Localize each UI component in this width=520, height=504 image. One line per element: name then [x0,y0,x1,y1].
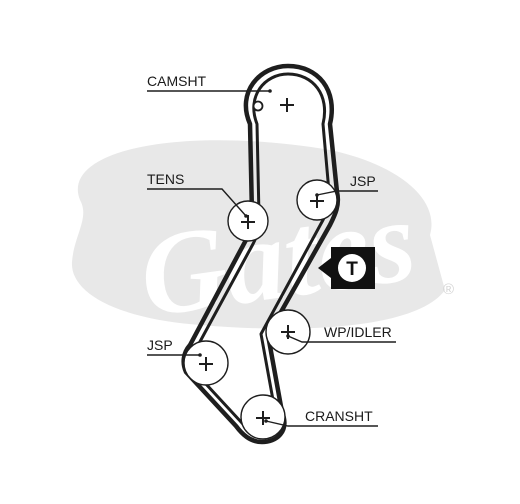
camshaft-center-cross [280,98,294,112]
pulley-crankshaft [240,394,286,440]
pulley-tensioner [227,200,269,242]
label-jsp-lower: JSP [147,337,173,353]
leader-crankshaft [265,420,378,427]
gates-watermark: Gates ® [71,140,454,342]
leader-jsp-upper-dot [315,193,319,197]
label-crankshaft: CRANSHT [305,408,373,424]
leader-wp-idler-dot [286,334,290,338]
tension-marker-circle [338,254,366,282]
leader-crankshaft-dot [264,419,268,423]
watermark-registered: ® [443,281,454,298]
tension-marker-arrow-icon [318,258,331,278]
tensioner-center-cross [241,215,255,229]
crankshaft-center-cross [256,411,270,425]
leader-camshaft-dot [268,89,272,93]
leader-jsp-lower-dot [198,353,202,357]
pulley-camshaft [252,98,294,112]
leader-tensioner [147,188,247,217]
label-wp-idler: WP/IDLER [324,324,392,340]
pulley-jsp-upper [296,179,338,221]
leader-tensioner-dot [244,214,248,218]
tension-marker: T [318,247,375,289]
label-leaders [147,89,396,427]
camshaft-hub-mark [252,100,264,112]
pulley-jsp-lower [183,340,229,386]
leader-wp-idler [287,335,396,343]
tension-marker-letter: T [346,259,358,280]
leader-jsp-upper [316,190,378,196]
pulley-water-pump-idler [265,309,311,355]
label-jsp-upper: JSP [350,173,376,189]
jsp-lower-center-cross [199,357,213,371]
label-tensioner: TENS [147,171,184,187]
label-camshaft: CAMSHT [147,73,207,89]
